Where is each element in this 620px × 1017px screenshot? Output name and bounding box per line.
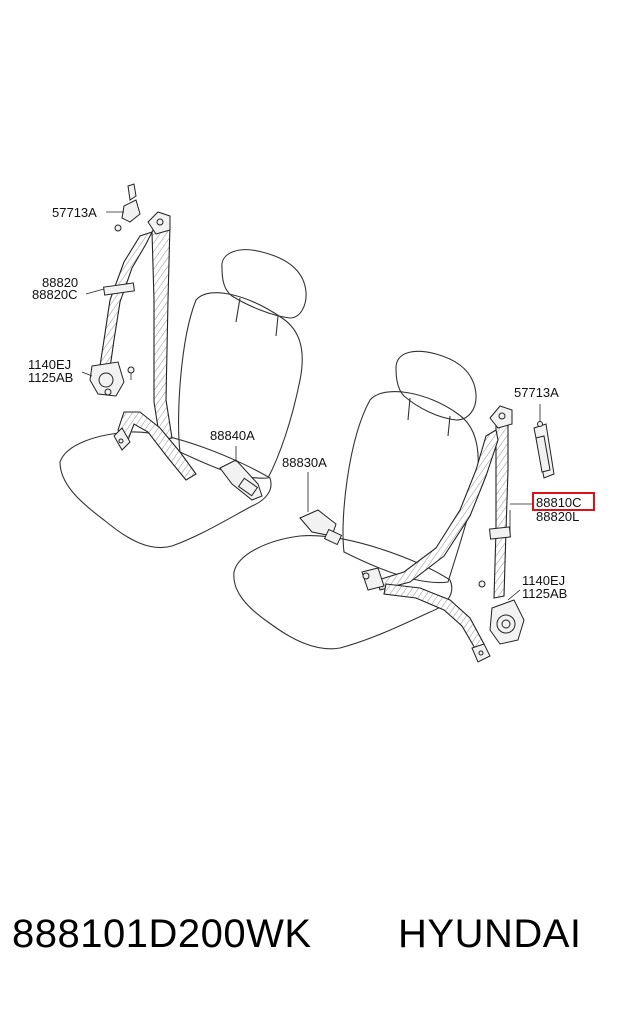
- label-88820l: 88820L: [536, 509, 579, 524]
- rear-buckle-part: [219, 446, 263, 501]
- front-retractor: [478, 580, 525, 645]
- rear-shoulder-belt: [99, 211, 173, 441]
- highlight-box: [532, 492, 595, 511]
- label-1125ab-front: 1125AB: [522, 586, 567, 601]
- label-88820: 88820: [42, 275, 78, 290]
- front-seat: [233, 350, 479, 650]
- front-anchor-cover-part: [533, 404, 555, 479]
- callout-labels: 57713A 88820 88820C 1140EJ 1125AB 88840A…: [28, 205, 595, 601]
- label-1140ej-front: 1140EJ: [522, 573, 565, 588]
- front-shoulder-belt: [377, 405, 513, 599]
- label-88820c: 88820C: [32, 287, 78, 302]
- seat-belt-diagram: 57713A 88820 88820C 1140EJ 1125AB 88840A…: [28, 183, 595, 663]
- label-1140ej-rear: 1140EJ: [28, 357, 71, 372]
- label-57713a-rear: 57713A: [52, 205, 97, 220]
- caption: 888101D200WK HYUNDAI: [0, 912, 620, 972]
- part-number-text: 888101D200WK: [12, 912, 312, 956]
- rear-retractor: [89, 361, 135, 397]
- front-buckle-part: [299, 472, 343, 546]
- label-1125ab-rear: 1125AB: [28, 370, 73, 385]
- label-57713a-front: 57713A: [514, 385, 559, 400]
- leader-lines: [81, 211, 532, 601]
- front-lap-belt: [361, 567, 491, 663]
- rear-lap-belt: [113, 411, 197, 481]
- label-88840a: 88840A: [210, 428, 255, 443]
- brand-text: HYUNDAI: [398, 912, 582, 956]
- rear-belt-guide: [103, 282, 135, 296]
- rear-anchor-cover-part: [114, 183, 141, 232]
- label-88810c: 88810C: [536, 495, 582, 510]
- rear-seat: [59, 249, 307, 548]
- label-88830a: 88830A: [282, 455, 327, 470]
